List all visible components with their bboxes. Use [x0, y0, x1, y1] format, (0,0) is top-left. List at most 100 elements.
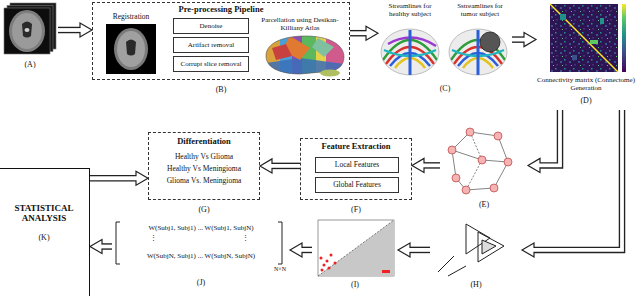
matrix-bracket: [116, 222, 120, 264]
atlas-brain: [272, 44, 292, 60]
atlas-brain: [320, 70, 340, 77]
panel-letter: (I): [312, 280, 398, 289]
persistence-plot: [318, 220, 394, 276]
arrow-outline: [270, 163, 300, 170]
image-panel: Streamlines for healthy subjectSstreamli…: [378, 2, 512, 96]
mri-slices: [4, 8, 50, 54]
graph-network: [452, 174, 460, 182]
simplex-shapes: [438, 256, 454, 272]
streamlines-tumor: [449, 29, 507, 75]
image-panel: (I): [312, 218, 398, 294]
box-text: Local Features: [335, 161, 379, 170]
matrix-size: N×N: [270, 266, 290, 273]
graph-network: [466, 160, 482, 190]
graph-network: [470, 132, 482, 160]
graph-network: [462, 186, 470, 194]
image-panel: (A): [2, 2, 58, 72]
streamlines-tumor: [449, 29, 507, 75]
connectivity-matrix: [572, 55, 577, 60]
group-item: Healthy Vs Glioma: [149, 153, 259, 162]
arrow-inner: [90, 176, 139, 180]
registered-brain: [114, 28, 148, 70]
panel-letter: (B): [93, 85, 349, 94]
streamlines-healthy: [381, 29, 439, 75]
arrow-inner: [531, 110, 622, 250]
simplex-shapes: [448, 266, 466, 276]
group-item: Glioma Vs. Meningioma: [149, 177, 259, 186]
arrow-outline: [408, 247, 430, 254]
arrow-inner: [407, 248, 430, 252]
image-panel: (E): [440, 124, 528, 216]
arrow-outline: [58, 27, 82, 34]
flow-arrow: [260, 159, 300, 173]
simplex-shapes: [478, 232, 504, 262]
persistence-plot: [321, 269, 324, 272]
graph-network: [494, 162, 508, 188]
registered-brain: [106, 24, 156, 74]
box-text: Global Features: [333, 181, 381, 190]
bracket-node: STATISTICAL ANALYSIS (K): [0, 168, 90, 296]
matrix-panel: W(Subj1, Subj1) ... W(Subj1, SubjN)⋮⋮W(S…: [112, 222, 290, 292]
atlas-brain: [266, 30, 346, 77]
graph-network: [478, 156, 486, 164]
image-caption: Parcellation using Desikan-Killiany Atla…: [254, 16, 346, 32]
panel-letter: (J): [112, 278, 290, 287]
panel-letter: (A): [2, 60, 58, 69]
arrow-inner: [58, 28, 83, 32]
image-panel: Connectivity matrix (Connectome) Generat…: [536, 2, 636, 110]
process-box: Corrupt slice removal: [173, 56, 249, 72]
persistence-plot: [318, 220, 394, 276]
persistence-plot: [326, 260, 329, 263]
persistence-plot: [334, 262, 337, 265]
atlas-brain: [266, 30, 346, 76]
matrix-row: W(SubjN, Subj1) ... W(SubjN, SubjN): [112, 252, 290, 260]
connectivity-matrix: [550, 4, 618, 72]
panel-letter: (F): [301, 205, 411, 214]
panel-letter: (H): [430, 280, 522, 289]
persistence-plot: [330, 254, 333, 257]
arrow-inner: [537, 110, 560, 165]
step-title: STATISTICAL ANALYSIS: [2, 203, 86, 224]
flow-arrow: [412, 158, 440, 172]
arrow-inner: [421, 163, 440, 167]
arrow-outline: [532, 110, 622, 250]
persistence-plot: [318, 220, 394, 276]
flow-arrow: [58, 23, 92, 37]
simplex-shapes: [482, 240, 496, 254]
arrow-outline: [90, 175, 138, 182]
mri-slices: [12, 13, 42, 49]
flow-arrow: [512, 33, 536, 47]
panel-letter: (C): [378, 84, 512, 93]
arrow-outline: [350, 30, 368, 37]
streamlines-tumor: [451, 30, 505, 75]
connectivity-matrix: [550, 4, 626, 72]
flow-arrow: [90, 171, 148, 185]
group-title: Feature Extraction: [301, 142, 411, 152]
box-text: Artifact removal: [188, 41, 234, 49]
connectivity-matrix: [560, 14, 566, 20]
mri-slices: [22, 22, 32, 38]
image-caption: Registration: [98, 13, 164, 22]
image-panel: (H): [430, 218, 522, 294]
panel-letter: (E): [440, 200, 528, 209]
persistence-plot: [382, 270, 390, 273]
streamlines-healthy: [409, 30, 412, 75]
panel-letter: (D): [536, 96, 636, 105]
process-box: Denoise: [173, 18, 249, 34]
atlas-brain: [266, 36, 344, 74]
matrix-dots: ⋮: [148, 234, 158, 242]
image-caption: Streamlines for healthy subject: [378, 2, 442, 18]
panel-letter: (K): [2, 233, 86, 242]
registered-brain: [126, 40, 136, 56]
registered-brain: [106, 24, 156, 74]
arrow-inner: [269, 164, 300, 168]
flow-arrow: [528, 110, 560, 172]
arrow-inner: [99, 245, 112, 249]
graph-network: [448, 146, 456, 154]
graph-network: [448, 128, 512, 194]
panel-letter: (G): [149, 205, 259, 214]
persistence-plot: [323, 264, 326, 267]
connectivity-matrix: [622, 4, 626, 72]
